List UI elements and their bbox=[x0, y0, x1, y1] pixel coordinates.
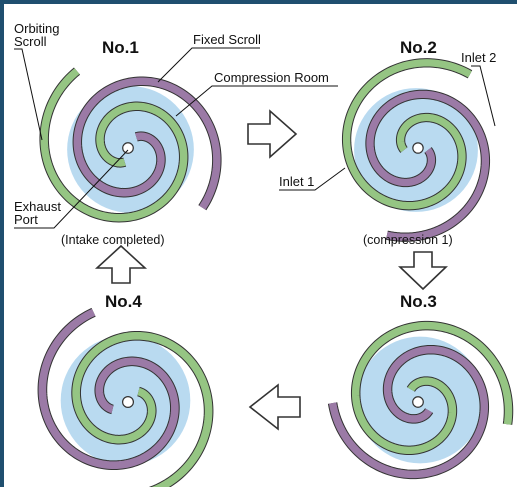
inlet-1-label: Inlet 1 bbox=[279, 174, 314, 189]
fixed-scroll-wrap bbox=[351, 321, 513, 455]
inlet-2-leader bbox=[471, 65, 496, 127]
orbiting-scroll-wrap bbox=[73, 77, 221, 210]
fixed-scroll-label: Fixed Scroll bbox=[193, 32, 261, 47]
fixed-scroll-leader bbox=[157, 47, 260, 83]
fixed-scroll-wrap bbox=[40, 68, 188, 222]
orbiting-scroll-wrap bbox=[328, 345, 489, 479]
orbiting-scroll-label-line1: Orbiting bbox=[14, 21, 60, 36]
orbiting-scroll-wrap bbox=[38, 308, 179, 470]
stage-3-scroll bbox=[327, 320, 514, 480]
stage-1-title: No.1 bbox=[102, 38, 139, 57]
exhaust-port-icon bbox=[412, 142, 424, 154]
exhaust-port-icon bbox=[412, 396, 424, 408]
exhaust-port-icon bbox=[122, 142, 134, 154]
stage-1-scroll bbox=[39, 67, 222, 223]
left-arrow-icon bbox=[248, 383, 301, 431]
stage-2-scroll bbox=[341, 58, 491, 242]
orbiting-scroll-wrap bbox=[366, 90, 490, 241]
inlet-1-leader bbox=[279, 167, 346, 191]
stage-1-caption: (Intake completed) bbox=[61, 233, 165, 247]
down-arrow-icon bbox=[398, 251, 448, 291]
exhaust-port-label-line2: Port bbox=[14, 212, 38, 227]
stage-3-title: No.3 bbox=[400, 292, 437, 311]
orbiting-scroll-leader bbox=[14, 48, 43, 141]
orbiting-scroll-label-line2: Scroll bbox=[14, 34, 47, 49]
fixed-scroll-wrap bbox=[342, 59, 472, 210]
up-arrow-icon bbox=[94, 244, 148, 284]
stage-4-title: No.4 bbox=[105, 292, 142, 311]
fixed-scroll-wrap bbox=[72, 331, 213, 487]
stage-4-scroll bbox=[37, 307, 214, 487]
inlet-2-label: Inlet 2 bbox=[461, 50, 496, 65]
exhaust-port-label-line1: Exhaust bbox=[14, 199, 61, 214]
right-arrow-icon bbox=[247, 109, 298, 159]
exhaust-port-leader bbox=[14, 149, 129, 229]
stage-2-title: No.2 bbox=[400, 38, 437, 57]
compression-room-leader bbox=[175, 85, 338, 117]
exhaust-port-icon bbox=[121, 396, 134, 409]
compression-room-label: Compression Room bbox=[214, 70, 329, 85]
stage-2-caption: (compression 1) bbox=[363, 233, 453, 247]
